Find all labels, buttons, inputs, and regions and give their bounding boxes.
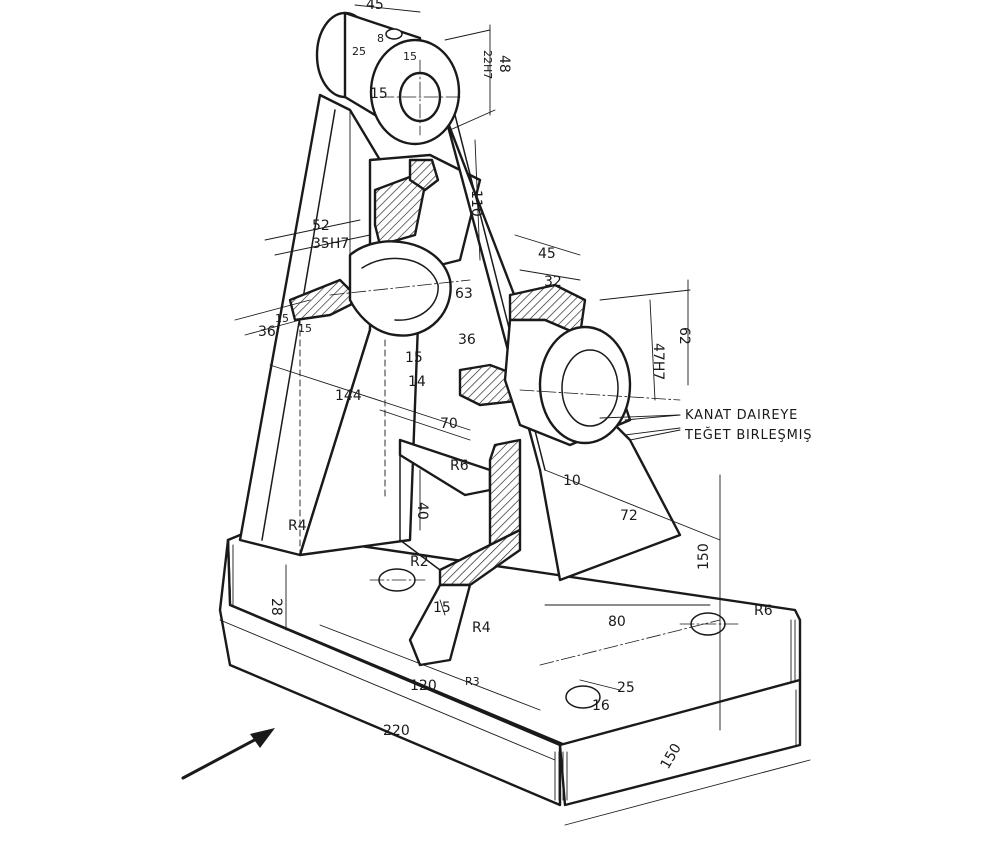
dim-column-height: 110 [468, 190, 484, 217]
dim-base-R4: R4 [472, 620, 491, 636]
dim-right-45: 45 [538, 246, 556, 262]
dim-right-height: 62 [676, 327, 692, 345]
dim-right-32: 32 [544, 274, 562, 290]
note-line-2: TEĞET BIRLEŞMIŞ [684, 427, 812, 443]
dimension-labels: 45 25 8 15 15 22H7 48 110 52 35H7 63 36 … [258, 0, 773, 772]
mid-bearing-body [348, 240, 452, 337]
dim-mid-15-b: 15 [298, 322, 312, 335]
dim-base-150-v: 150 [696, 543, 712, 570]
dim-top-width: 45 [366, 0, 384, 13]
dim-top-small-d: 15 [370, 86, 388, 102]
dim-base-15: 15 [433, 600, 451, 616]
web-lower [408, 583, 472, 667]
dim-right-72: 72 [620, 508, 638, 524]
base-plate [218, 528, 802, 807]
middle-bearing [329, 240, 471, 337]
left-tower [238, 93, 482, 557]
dim-top-bore: 22H7 [481, 50, 494, 79]
edge-shading [232, 544, 797, 801]
dim-base-R3: R3 [465, 675, 480, 688]
dim-base-80: 80 [608, 614, 626, 630]
dim-mid-40: 40 [414, 502, 430, 520]
dim-base-120: 120 [410, 678, 437, 694]
dim-base-R4-top: R4 [288, 518, 307, 534]
dim-mid-outer: 52 [312, 218, 330, 234]
dim-base-R6: R6 [754, 603, 773, 619]
dim-right-10: 10 [563, 473, 581, 489]
dim-base-220: 220 [383, 723, 410, 739]
dim-mid-36-left: 36 [258, 324, 276, 340]
web-front [398, 438, 492, 497]
top-bearing [315, 11, 461, 146]
dim-right-36: 36 [458, 332, 476, 348]
dim-right-bore: 47H7 [650, 343, 666, 380]
right-bearing-bore [561, 349, 619, 427]
dim-mid-63: 63 [455, 286, 473, 302]
dim-mid-144: 144 [335, 388, 362, 404]
dim-base-R2: R2 [410, 554, 429, 570]
note-line-1: KANAT DAIREYE [685, 408, 798, 423]
dim-base-28: 28 [268, 598, 284, 616]
base-front-face [218, 538, 562, 807]
dim-mid-15-a: 15 [275, 312, 289, 325]
right-bearing [503, 283, 681, 447]
dim-mid-bore: 35H7 [312, 236, 349, 252]
dim-mid-15-c: 15 [405, 350, 423, 366]
dim-top-small-a: 25 [352, 45, 366, 58]
view-direction-arrow [181, 728, 275, 780]
dim-mid-R6: R6 [450, 458, 469, 474]
web-section-vertical [488, 438, 522, 547]
dim-base-25: 25 [617, 680, 635, 696]
dim-top-height: 48 [496, 55, 512, 73]
dim-mid-14: 14 [408, 374, 426, 390]
base-hole-front [565, 685, 601, 709]
dim-base-16: 16 [592, 698, 610, 714]
upper-step-section-2 [408, 158, 440, 192]
mid-left-section [288, 278, 362, 322]
top-oil-hole [385, 28, 403, 40]
annotation-note: KANAT DAIREYE TEĞET BIRLEŞMIŞ [624, 408, 812, 443]
central-web [398, 438, 522, 667]
dim-mid-70: 70 [440, 416, 458, 432]
dim-top-small-c: 15 [403, 50, 417, 63]
dim-top-small-b: 8 [377, 32, 384, 45]
dimension-lines [219, 4, 811, 826]
